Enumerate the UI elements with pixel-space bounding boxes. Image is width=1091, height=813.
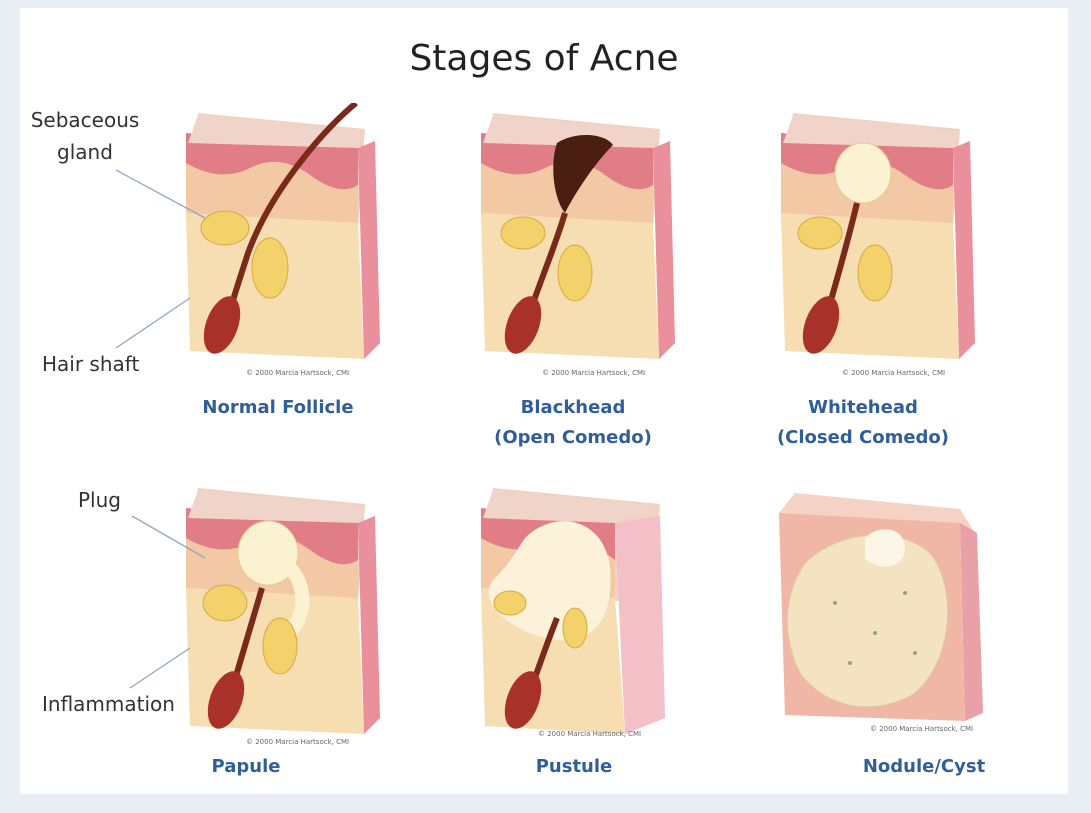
label-plug: Plug xyxy=(78,484,121,516)
copyright-5: © 2000 Marcia Hartsock, CMI xyxy=(538,730,641,738)
copyright-2: © 2000 Marcia Hartsock, CMI xyxy=(542,369,645,377)
caption-line2: (Closed Comedo) xyxy=(743,423,983,453)
label-inflammation: Inflammation xyxy=(42,688,175,720)
label-hair-shaft: Hair shaft xyxy=(42,348,139,380)
caption-line2: (Open Comedo) xyxy=(453,423,693,453)
caption-pustule: Pustule xyxy=(454,752,694,782)
label-sebaceous-line1: Sebaceous xyxy=(25,104,145,136)
caption-line1: Whitehead xyxy=(743,393,983,423)
caption-nodule-cyst: Nodule/Cyst xyxy=(804,752,1044,782)
copyright-1: © 2000 Marcia Hartsock, CMI xyxy=(246,369,349,377)
caption-line1: Pustule xyxy=(454,752,694,782)
caption-normal-follicle: Normal Follicle xyxy=(158,393,398,423)
label-sebaceous-gland: Sebaceous gland xyxy=(25,104,145,168)
caption-papule: Papule xyxy=(126,752,366,782)
copyright-4: © 2000 Marcia Hartsock, CMI xyxy=(246,738,349,746)
caption-line1: Blackhead xyxy=(453,393,693,423)
caption-line1: Normal Follicle xyxy=(158,393,398,423)
slide: Stages of Acne xyxy=(20,8,1068,794)
caption-line1: Nodule/Cyst xyxy=(804,752,1044,782)
copyright-3: © 2000 Marcia Hartsock, CMI xyxy=(842,369,945,377)
label-sebaceous-line2: gland xyxy=(25,136,145,168)
copyright-6: © 2000 Marcia Hartsock, CMI xyxy=(870,725,973,733)
caption-whitehead: Whitehead (Closed Comedo) xyxy=(743,393,983,453)
caption-blackhead: Blackhead (Open Comedo) xyxy=(453,393,693,453)
caption-line1: Papule xyxy=(126,752,366,782)
